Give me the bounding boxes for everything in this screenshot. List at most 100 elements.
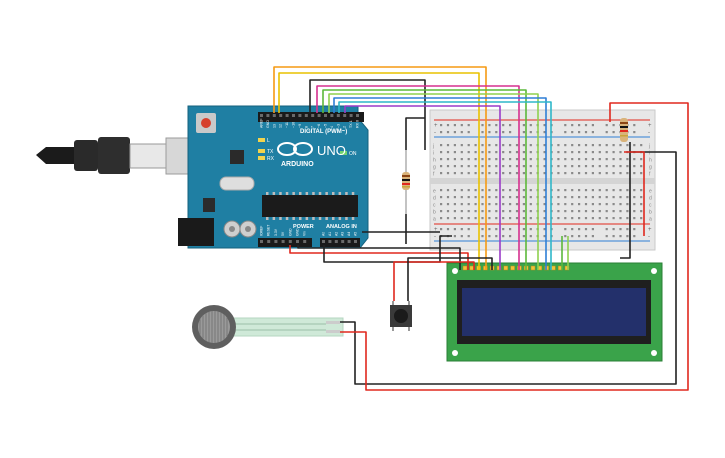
lcd-pin[interactable]: [462, 265, 468, 271]
digital-header: [258, 112, 364, 122]
digital-pin-label: ~6: [317, 124, 321, 128]
arduino-logo-icon: [277, 142, 313, 156]
l-label: L: [267, 138, 270, 144]
power-pin[interactable]: [274, 240, 278, 243]
digital-pin[interactable]: [272, 114, 276, 117]
digital-pin[interactable]: [279, 114, 283, 117]
atmega-chip: [262, 195, 358, 217]
rail-sign: +: [648, 123, 652, 129]
digital-pin[interactable]: [343, 114, 347, 117]
power-pin-label: IOREF: [260, 226, 264, 236]
power-pin[interactable]: [296, 240, 299, 243]
power-pin[interactable]: [288, 240, 292, 243]
wire-green: [322, 89, 527, 270]
row-letter: f: [433, 172, 435, 178]
digital-pin[interactable]: [285, 114, 289, 117]
row-letter: d: [649, 196, 652, 202]
analog-pin-label: A1: [328, 232, 332, 236]
power-pin[interactable]: [303, 240, 307, 243]
lcd-pin[interactable]: [551, 265, 556, 271]
rail-sign: -: [434, 130, 436, 136]
power-pin[interactable]: [260, 240, 263, 243]
lcd-pin[interactable]: [496, 265, 502, 271]
digital-pin[interactable]: [330, 114, 334, 117]
digital-pin-label: 13: [272, 124, 276, 128]
digital-pin[interactable]: [304, 114, 308, 117]
analog-pin[interactable]: [347, 240, 351, 243]
row-letter: a: [433, 217, 436, 223]
wire-yellow: [278, 72, 480, 270]
digital-pin-label: ~11: [285, 122, 289, 128]
power-pin-label: RESET: [267, 225, 271, 236]
digital-pin[interactable]: [349, 114, 353, 117]
breadboard-holes: [440, 124, 643, 238]
analog-pin[interactable]: [341, 240, 345, 243]
on-led: [340, 151, 347, 155]
row-letter: g: [433, 165, 436, 171]
wire-black-sensor: [340, 151, 677, 385]
wire-orange: [273, 66, 487, 270]
power-pin-label: 5V: [281, 231, 285, 236]
rail-sign: -: [648, 130, 650, 136]
digital-pin-label: ~9: [298, 124, 302, 128]
digital-pin[interactable]: [260, 114, 263, 117]
usb-cable[interactable]: [36, 137, 207, 175]
lcd-pin[interactable]: [530, 265, 536, 271]
row-letter: b: [649, 210, 652, 216]
wire-magenta: [316, 85, 520, 270]
digital-pin-label: ~3: [336, 124, 340, 128]
analog-label: ANALOG IN: [326, 224, 357, 230]
reset-button[interactable]: [201, 118, 211, 128]
digital-pin[interactable]: [292, 114, 295, 117]
row-letter: d: [433, 196, 436, 202]
power-pin-label: GND: [288, 228, 292, 236]
analog-pin[interactable]: [328, 240, 332, 243]
analog-pin-label: A4: [347, 232, 351, 236]
potentiometer[interactable]: [620, 118, 628, 142]
lcd-pin[interactable]: [510, 265, 515, 271]
usb-chip: [230, 150, 244, 164]
analog-pin[interactable]: [334, 240, 338, 243]
analog-pin[interactable]: [322, 240, 325, 243]
row-letter: b: [433, 210, 436, 216]
analog-pin-label: A0: [322, 232, 326, 236]
row-letter: a: [649, 217, 652, 223]
force-sensor[interactable]: [192, 305, 344, 349]
row-letter: f: [649, 172, 651, 178]
row-letter: j: [648, 144, 650, 150]
button-cap[interactable]: [394, 309, 408, 323]
pushbutton[interactable]: [390, 301, 412, 331]
digital-pin-label: ~10: [292, 122, 296, 128]
resistor[interactable]: [402, 150, 410, 214]
on-label: ON: [349, 151, 357, 157]
analog-header: [320, 238, 360, 247]
digital-pin[interactable]: [336, 114, 340, 117]
lcd-16x2[interactable]: [446, 262, 663, 362]
wire-cyan: [338, 101, 552, 270]
digital-pin[interactable]: [266, 114, 270, 117]
power-pin[interactable]: [281, 240, 285, 243]
sensor-tail: [224, 317, 344, 337]
chip-legs: [266, 192, 355, 220]
digital-pin-label: RX 0: [356, 120, 360, 128]
analog-pin[interactable]: [354, 240, 357, 243]
regulator: [203, 198, 215, 212]
digital-pin[interactable]: [356, 114, 359, 117]
lcd-pin[interactable]: [564, 265, 570, 271]
digital-pin[interactable]: [317, 114, 321, 117]
wire-red-button: [393, 261, 475, 301]
power-pin[interactable]: [267, 240, 271, 243]
digital-pin[interactable]: [298, 114, 302, 117]
digital-pin[interactable]: [324, 114, 327, 117]
lcd-pin[interactable]: [503, 265, 509, 271]
digital-pin[interactable]: [311, 114, 315, 117]
lcd-pin[interactable]: [469, 265, 475, 271]
rail-sign: +: [434, 227, 438, 233]
